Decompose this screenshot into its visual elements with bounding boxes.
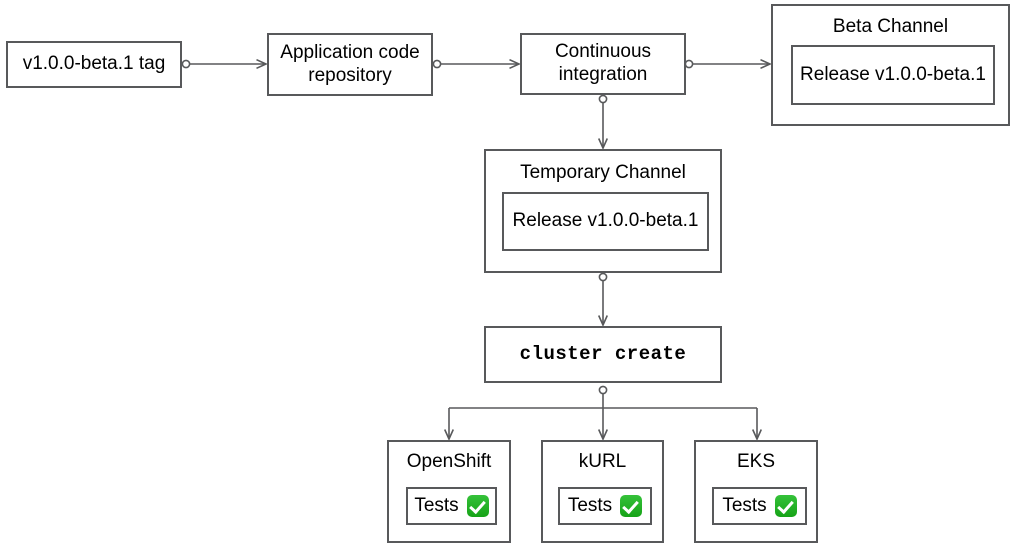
temporary-channel-release-box[interactable]: Release v1.0.0-beta.1	[502, 192, 709, 251]
node-cluster-create[interactable]: cluster create	[484, 326, 722, 383]
openshift-tests-box[interactable]: Tests	[406, 487, 497, 525]
eks-title: EKS	[736, 451, 776, 472]
node-continuous-integration[interactable]: Continuous integration	[520, 33, 686, 95]
node-eks[interactable]: EKS Tests	[694, 440, 818, 543]
edge-tag-to-repo	[181, 60, 265, 67]
node-application-code-repository[interactable]: Application code repository	[267, 33, 433, 96]
node-cluster-create-label: cluster create	[519, 343, 687, 366]
kurl-title: kURL	[578, 451, 627, 472]
eks-tests-box[interactable]: Tests	[712, 487, 807, 525]
temporary-channel-release-label: Release v1.0.0-beta.1	[512, 210, 699, 232]
kurl-tests-label: Tests	[567, 494, 613, 516]
node-temporary-channel[interactable]: Temporary Channel Release v1.0.0-beta.1	[484, 149, 722, 273]
check-green-icon	[774, 494, 797, 517]
beta-channel-release-box[interactable]: Release v1.0.0-beta.1	[791, 45, 995, 105]
check-green-icon	[466, 494, 489, 517]
kurl-tests-row: Tests	[567, 494, 643, 518]
edge-ci-to-beta-channel	[684, 60, 769, 67]
openshift-title: OpenShift	[406, 451, 492, 472]
edge-temporary-channel-to-cluster-create	[599, 272, 606, 324]
edge-repo-to-ci	[432, 60, 518, 67]
openshift-tests-label: Tests	[414, 494, 459, 516]
beta-channel-release-label: Release v1.0.0-beta.1	[800, 63, 986, 85]
openshift-tests-row: Tests	[414, 494, 489, 518]
eks-tests-row: Tests	[722, 494, 797, 518]
node-tag[interactable]: v1.0.0-beta.1 tag	[6, 41, 182, 88]
temporary-channel-title: Temporary Channel	[520, 162, 686, 183]
node-continuous-integration-label: Continuous integration	[554, 41, 652, 85]
node-application-code-repository-label: Application code repository	[280, 41, 420, 86]
node-tag-label: v1.0.0-beta.1 tag	[22, 53, 166, 75]
node-openshift[interactable]: OpenShift Tests	[387, 440, 511, 543]
check-green-icon	[620, 494, 643, 517]
edge-ci-to-temporary-channel	[599, 94, 606, 147]
node-kurl[interactable]: kURL Tests	[541, 440, 664, 543]
beta-channel-title: Beta Channel	[832, 16, 949, 37]
kurl-tests-box[interactable]: Tests	[558, 487, 652, 525]
edge-cluster-create-to-targets	[449, 385, 757, 438]
node-beta-channel[interactable]: Beta Channel Release v1.0.0-beta.1	[771, 4, 1010, 126]
eks-tests-label: Tests	[722, 494, 767, 516]
